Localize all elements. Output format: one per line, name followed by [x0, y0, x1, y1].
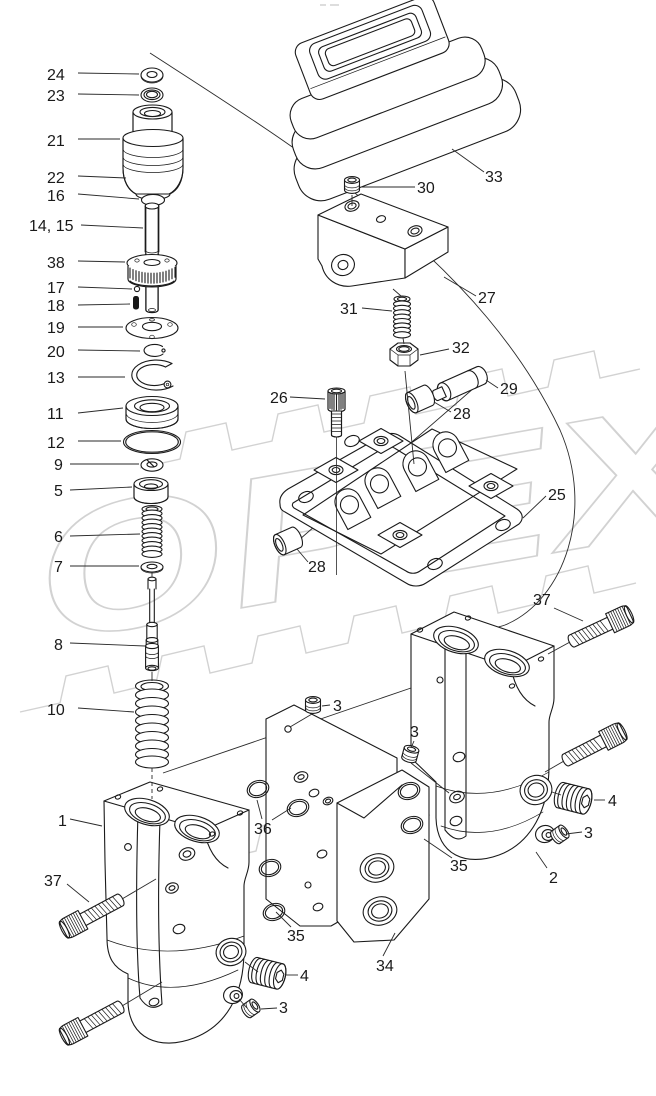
part-37-screw-top-right-b — [558, 720, 630, 772]
part-30-set-screw — [343, 176, 361, 194]
callout-28-lower-label: 28 — [308, 559, 326, 576]
callout-26-label: 26 — [270, 390, 288, 407]
callout-3-b-label: 3 — [410, 724, 419, 741]
part-26-bolt — [327, 387, 346, 438]
part-8-spool — [145, 576, 159, 672]
callout-33-label: 33 — [485, 169, 503, 186]
part-21-22-cap — [122, 104, 184, 201]
part-27-cam-block — [317, 193, 449, 287]
callout-10-label: 10 — [47, 702, 65, 719]
watermark-gear-band-upper — [139, 350, 641, 469]
axis-3a-hole — [289, 713, 313, 728]
part-1-valve-body — [103, 781, 250, 1044]
callout-38-label: 38 — [47, 255, 65, 272]
axis-lines-over — [121, 195, 571, 1009]
part-37-screw-top-right-a — [564, 603, 637, 653]
part-33-boot — [289, 0, 522, 202]
callout-8-label: 8 — [54, 637, 63, 654]
callout-35-bottom-label: 35 — [287, 928, 305, 945]
watermark-gear-band-middle — [19, 565, 637, 713]
callout-13-label: 13 — [47, 370, 65, 387]
part-5-spring-seat — [133, 476, 169, 505]
part-23-washer — [140, 87, 164, 103]
callout-25-label: 25 — [548, 487, 566, 504]
part-3-set-screw-d — [239, 996, 263, 1020]
callout-labels: 24 23 21 22 16 14, 15 38 17 18 19 20 13 … — [29, 67, 617, 1017]
callout-23-label: 23 — [47, 88, 65, 105]
callout-18-label: 18 — [47, 298, 65, 315]
part-3-set-screw-c — [548, 822, 572, 846]
callout-35-right-label: 35 — [450, 858, 468, 875]
callout-16-label: 16 — [47, 188, 65, 205]
callout-4-bottom-label: 4 — [300, 968, 309, 985]
part-19-plate — [125, 316, 179, 340]
axis-4r-port — [551, 791, 562, 796]
part-37-screw-bottom-left-b — [56, 995, 129, 1048]
axis-4b-port — [244, 961, 259, 973]
callout-20-label: 20 — [47, 344, 65, 361]
callout-21-label: 21 — [47, 133, 65, 150]
callout-17-label: 17 — [47, 280, 65, 297]
axis-screw37c — [121, 878, 157, 900]
part-34-block — [336, 769, 430, 943]
axis-screw37d — [121, 981, 163, 1007]
callout-28-upper-label: 28 — [453, 406, 471, 423]
part-13-retaining-ring — [131, 359, 174, 391]
callout-24-label: 24 — [47, 67, 65, 84]
callout-11-label: 11 — [47, 406, 64, 423]
callout-1-label: 1 — [58, 813, 67, 830]
part-18-spring-pin — [133, 296, 139, 310]
callout-4-right-label: 4 — [608, 793, 617, 810]
callout-37-bl-label: 37 — [44, 873, 62, 890]
callout-2-label: 2 — [549, 870, 558, 887]
part-12-oring — [122, 429, 182, 455]
leader-lines — [66, 72, 605, 1010]
callout-34-label: 34 — [376, 958, 394, 975]
callout-3-d-label: 3 — [279, 1000, 288, 1017]
part-10-spring — [134, 679, 170, 769]
part-6-spring — [141, 505, 163, 558]
callout-19-label: 19 — [47, 320, 65, 337]
part-38-disc — [126, 253, 178, 288]
part-2-valve-body — [410, 611, 555, 860]
part-31-spring — [392, 295, 412, 339]
axis-screw37a — [547, 641, 571, 655]
part-9-seal-washer — [140, 458, 164, 472]
callout-3-a-label: 3 — [333, 698, 342, 715]
axis-3d-boss — [238, 998, 248, 1009]
part-32-nut — [389, 342, 419, 367]
axis-screw37b — [544, 760, 565, 773]
callout-31-label: 31 — [340, 301, 358, 318]
callout-27-label: 27 — [478, 290, 496, 307]
callout-14-15-label: 14, 15 — [29, 218, 74, 235]
part-3-set-screw-a — [304, 696, 322, 714]
callout-22-label: 22 — [47, 170, 65, 187]
part-11-bearing — [125, 395, 179, 430]
callout-30-label: 30 — [417, 180, 435, 197]
part-4-plug-right — [551, 780, 595, 816]
callout-3-c-label: 3 — [584, 825, 593, 842]
callout-29-label: 29 — [500, 381, 518, 398]
callout-9-label: 9 — [54, 457, 63, 474]
callout-32-label: 32 — [452, 340, 470, 357]
part-7-washer — [140, 561, 164, 574]
axis-27-31-32-plate — [392, 288, 415, 465]
callout-5-label: 5 — [54, 483, 63, 500]
callout-12-label: 12 — [47, 435, 65, 452]
part-29-pin — [432, 365, 488, 402]
axis-3b-hole — [410, 762, 450, 794]
part-17-pin — [133, 285, 141, 293]
knurl-band — [129, 266, 176, 284]
part-20-snap-ring — [143, 343, 166, 357]
callout-37-tr-label: 37 — [533, 592, 551, 609]
callout-7-label: 7 — [54, 559, 63, 576]
callout-36-label: 36 — [254, 821, 272, 838]
part-4-plug-bottom — [245, 955, 289, 991]
part-24-seal — [140, 67, 164, 84]
callout-6-label: 6 — [54, 529, 63, 546]
part-25-cover-plate — [279, 426, 523, 587]
